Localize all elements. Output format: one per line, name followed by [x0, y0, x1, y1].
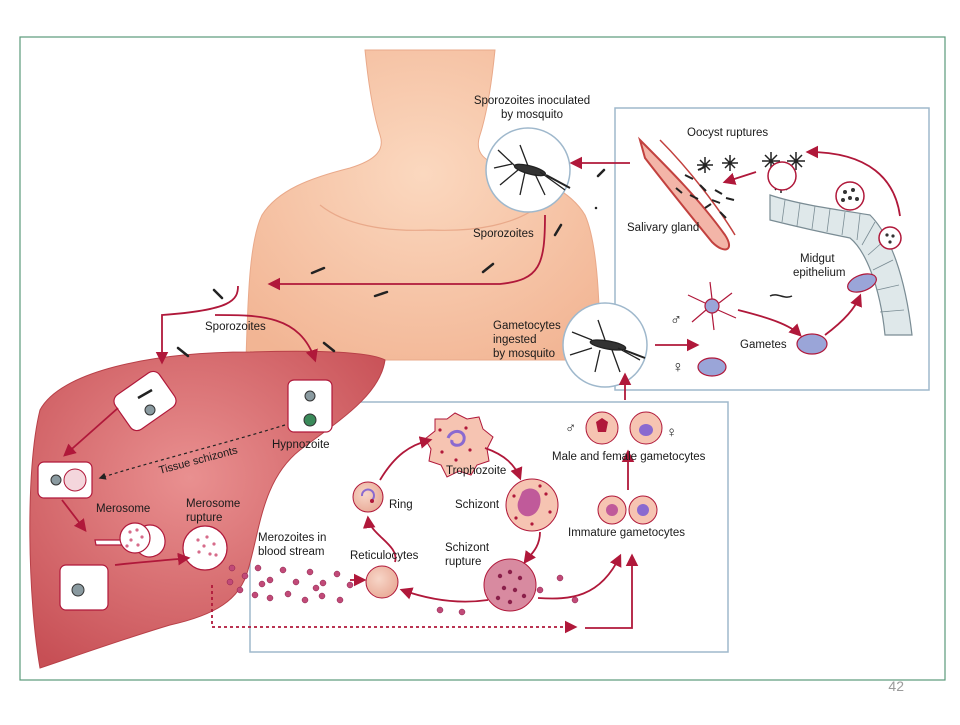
- label-schizont-rupture-1: Schizont: [445, 542, 490, 554]
- label-merosome-rupture-1: Merosome: [186, 498, 240, 510]
- female-symbol-2: ♀: [666, 424, 677, 441]
- label-gametes: Gametes: [740, 339, 787, 351]
- slide-frame: [19, 36, 946, 681]
- label-merosome: Merosome: [96, 503, 150, 515]
- label-trophozoite: Trophozoite: [446, 465, 506, 477]
- label-merozoites-2: blood stream: [258, 546, 324, 558]
- label-gametocytes-2: ingested: [493, 334, 536, 346]
- male-gamete: [687, 281, 737, 331]
- oocyst-sporozoites: [841, 188, 859, 202]
- label-reticulocytes: Reticulocytes: [350, 550, 419, 562]
- immature-gametocytes-cells: [597, 495, 658, 525]
- label-midgut-1: Midgut: [800, 253, 835, 265]
- tissue-schizont-cell: [37, 461, 93, 499]
- label-salivary-gland: Salivary gland: [627, 222, 699, 234]
- oocyst-young: [878, 226, 902, 250]
- relapse-arrow: [211, 585, 578, 634]
- ring-cell: [352, 481, 384, 513]
- label-hypnozoite: Hypnozoite: [272, 439, 330, 451]
- label-schizont-rupture-2: rupture: [445, 556, 481, 568]
- hypnozoite-cell: [287, 379, 333, 433]
- merosome-rupture-cell: [182, 525, 228, 571]
- label-male-female-gametocytes: Male and female gametocytes: [552, 451, 706, 463]
- label-immature-gametocytes: Immature gametocytes: [568, 527, 685, 539]
- female-gamete: [697, 357, 727, 377]
- male-female-gametocytes-cells: [585, 411, 663, 445]
- merozoites-stream: [226, 564, 579, 616]
- mosquito-icon-2: [569, 319, 646, 373]
- page-number: 42: [888, 678, 904, 694]
- zygote: [796, 333, 828, 355]
- schizont-rupture-cell: [483, 558, 537, 612]
- merosome-cell: [94, 522, 166, 558]
- label-sporozoites-inoculated-2: by mosquito: [501, 109, 563, 121]
- lifecycle-arrows: [61, 145, 901, 629]
- hypnozoite-activation-arrow: [98, 424, 286, 480]
- trophozoite-cell: [424, 412, 494, 478]
- label-sporozoites-top: Sporozoites: [473, 228, 534, 240]
- hepatocyte-lower: [59, 564, 109, 611]
- label-sporozoites-inoculated-1: Sporozoites inoculated: [474, 95, 590, 107]
- mosquito-icon: [493, 144, 571, 196]
- label-merozoites-1: Merozoites in: [258, 532, 326, 544]
- oocyst-bursting: [767, 161, 797, 191]
- schizont-cell: [505, 478, 559, 532]
- midgut-cells: [781, 199, 905, 313]
- male-symbol-2: ♂: [565, 420, 576, 437]
- label-midgut-2: epithelium: [793, 267, 845, 279]
- hepatocyte-infected: [113, 370, 177, 432]
- label-ring: Ring: [389, 499, 413, 511]
- ookinete: [847, 273, 877, 293]
- female-symbol: ♀: [672, 359, 684, 376]
- male-symbol: ♂: [670, 312, 682, 329]
- label-merosome-rupture-2: rupture: [186, 512, 222, 524]
- label-schizont: Schizont: [455, 499, 500, 511]
- sporozoite-marks-body: [176, 168, 606, 358]
- midgut-epithelium: [769, 194, 913, 336]
- microgamete: [769, 294, 793, 298]
- label-sporozoites-left: Sporozoites: [205, 321, 266, 333]
- reticulocyte-cell: [365, 565, 399, 599]
- label-oocyst-ruptures: Oocyst ruptures: [687, 127, 768, 139]
- label-gametocytes-3: by mosquito: [493, 348, 555, 360]
- label-gametocytes-1: Gametocytes: [493, 320, 561, 332]
